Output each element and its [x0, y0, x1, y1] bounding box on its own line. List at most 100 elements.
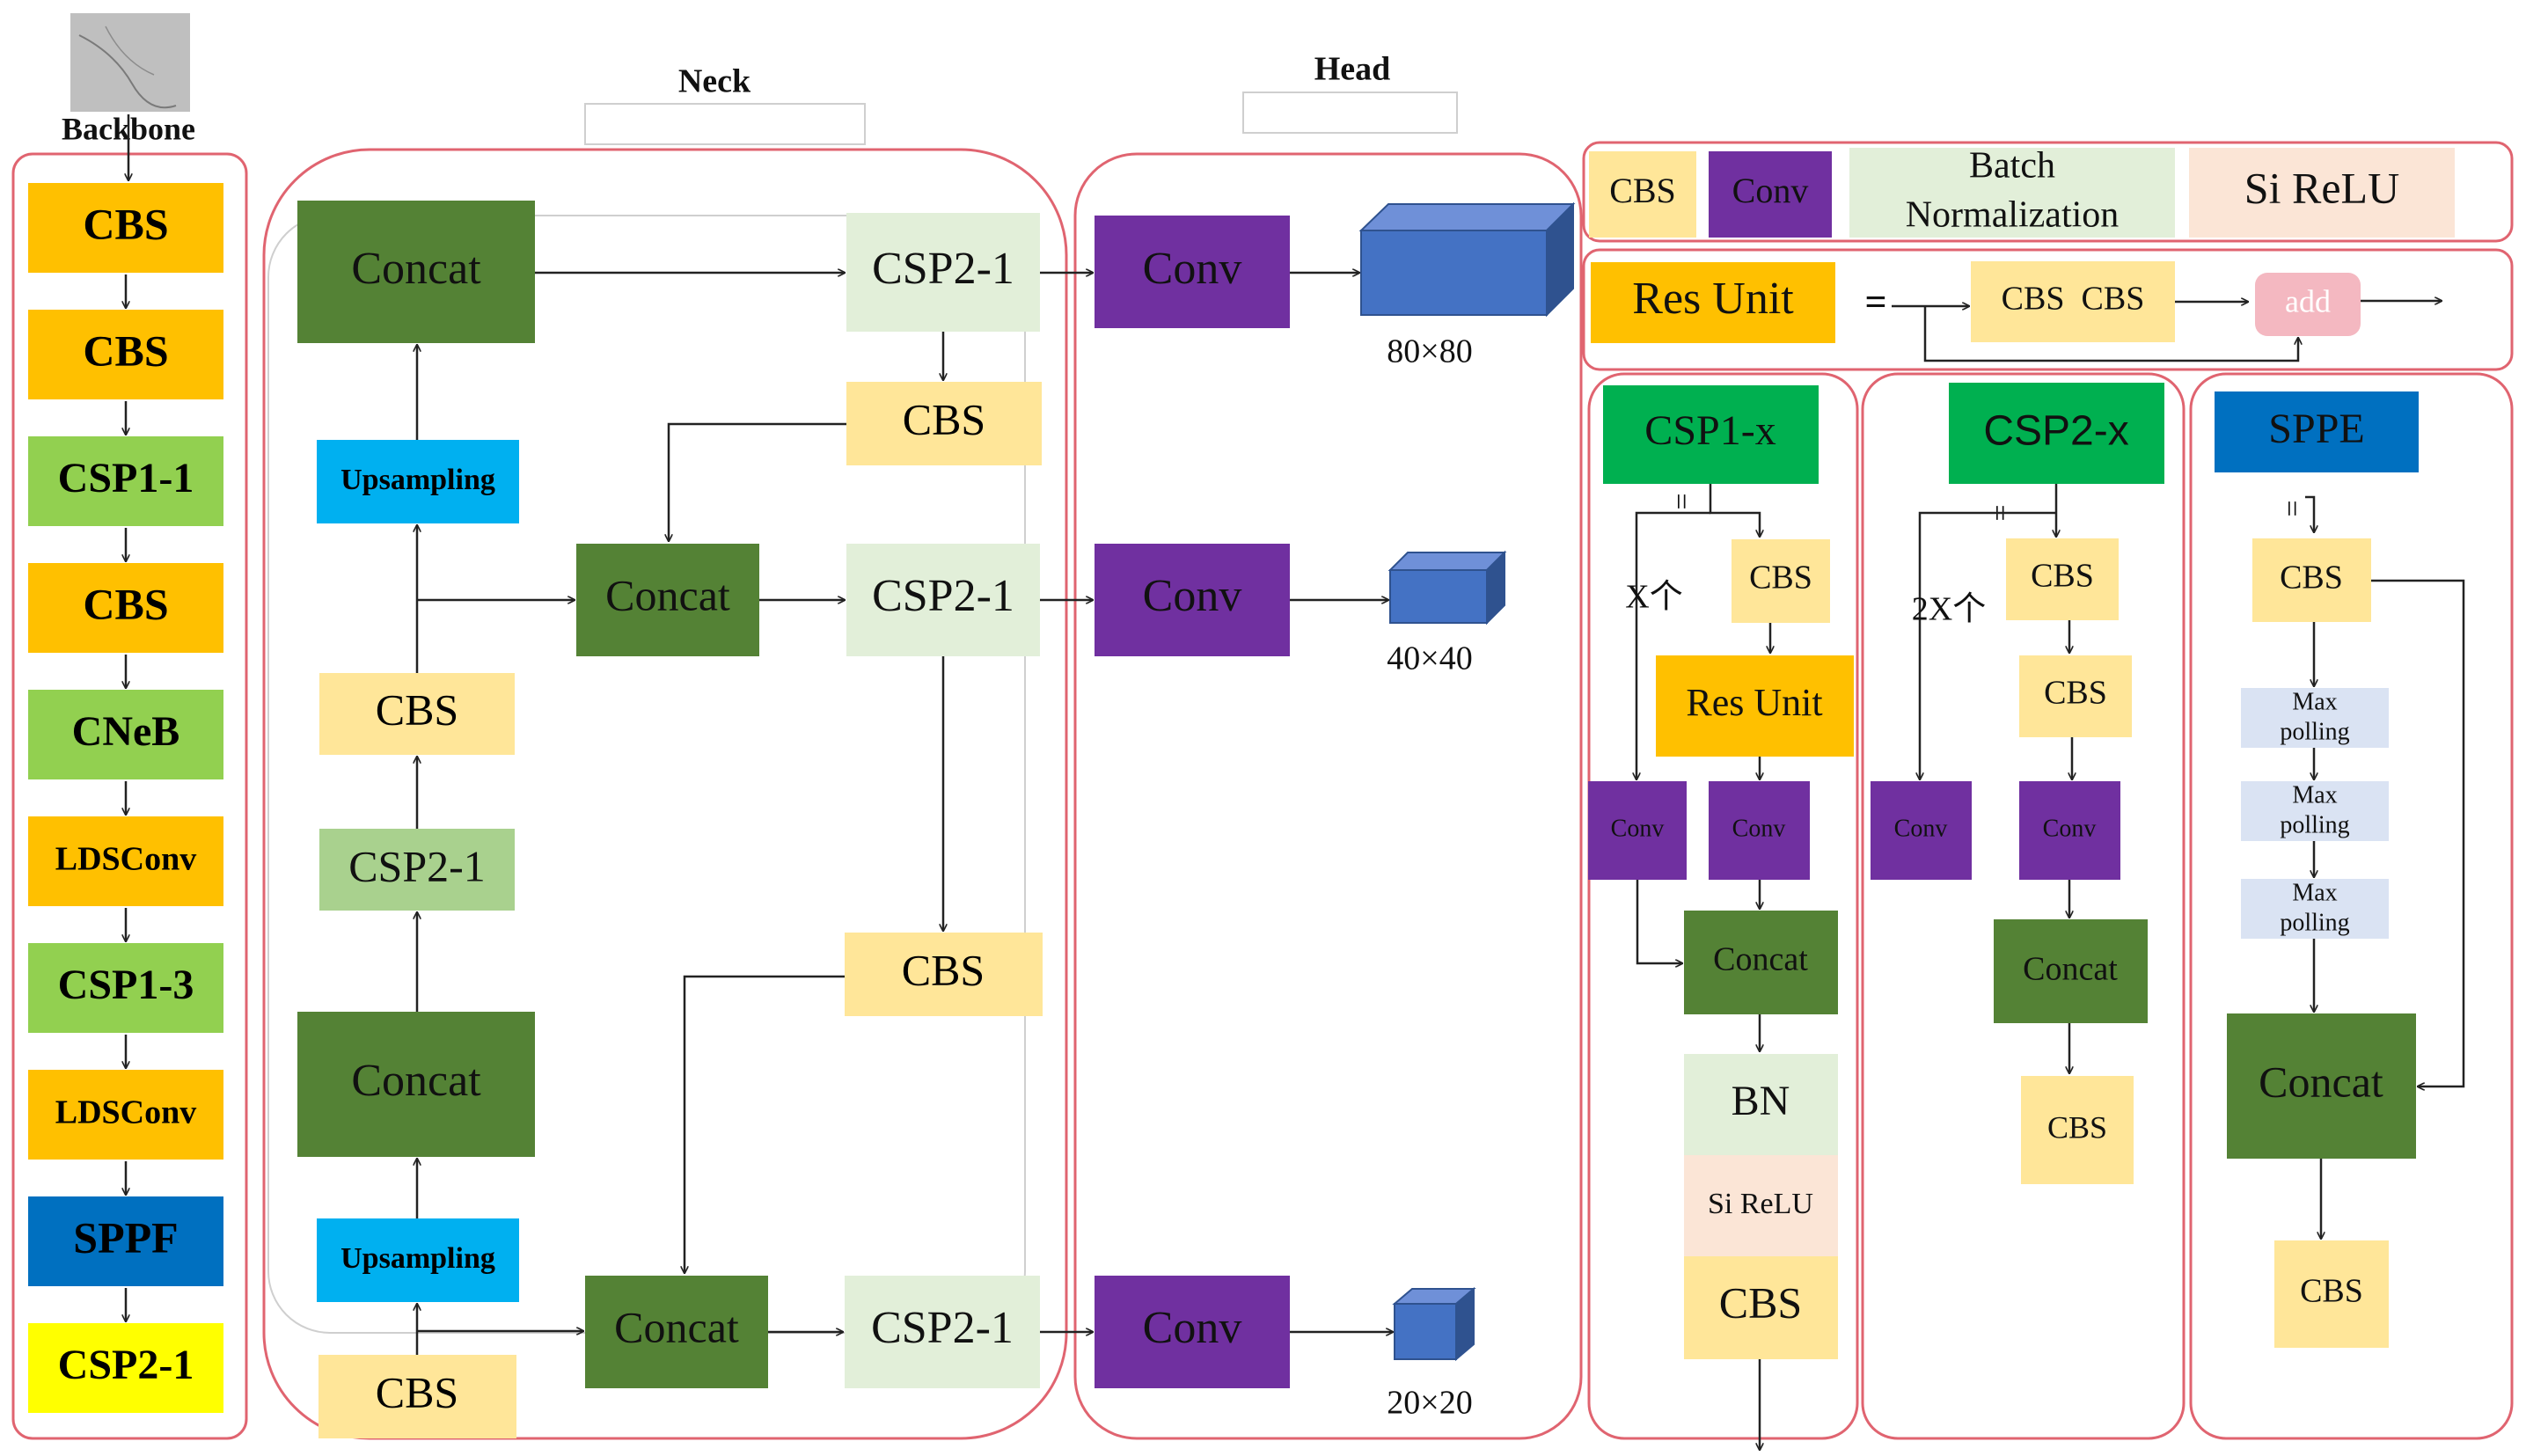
- csp1x-region: [1587, 372, 1859, 1440]
- neck-cbs-left: CBS: [319, 673, 515, 755]
- sppe-equals-sign: =: [2275, 500, 2308, 516]
- backbone-block-6: LDSConv: [28, 816, 223, 906]
- csp2x-cbs-out: CBS: [2021, 1076, 2134, 1184]
- svg-text:CSP2-1: CSP2-1: [872, 571, 1014, 621]
- svg-text:CBS CBS: CBS CBS: [2002, 281, 2145, 318]
- svg-text:Max: Max: [2292, 879, 2337, 906]
- svg-text:CBS: CBS: [1609, 171, 1676, 210]
- csp1x-concat: Concat: [1684, 911, 1838, 1014]
- svg-text:CSP2-1: CSP2-1: [58, 1342, 194, 1388]
- svg-text:CBS: CBS: [902, 945, 985, 994]
- neck-concat-mid: Concat: [576, 544, 759, 656]
- output-size-20: 20×20: [1387, 1385, 1472, 1422]
- res-unit-equals: =: [1864, 281, 1886, 324]
- svg-text:CBS: CBS: [2280, 560, 2343, 596]
- edge-csp1x-split-to-conv: [1636, 511, 1710, 779]
- svg-text:CBS: CBS: [2300, 1273, 2363, 1310]
- svg-text:Concat: Concat: [2023, 951, 2118, 988]
- sppe-title-block: SPPE: [2215, 391, 2419, 472]
- svg-text:Max: Max: [2292, 781, 2337, 808]
- res-unit-title-block: Res Unit: [1591, 262, 1835, 343]
- head-region: [1073, 152, 1583, 1440]
- csp2x-title-block: CSP2-x: [1949, 383, 2164, 484]
- sppe-region: [2189, 372, 2514, 1440]
- backbone-region: [11, 152, 248, 1440]
- svg-text:Max: Max: [2292, 688, 2337, 715]
- head-conv-top: Conv: [1095, 216, 1290, 328]
- svg-text:Normalization: Normalization: [1906, 195, 2120, 236]
- svg-text:Si ReLU: Si ReLU: [1708, 1188, 1813, 1220]
- csp2x-concat: Concat: [1994, 919, 2148, 1023]
- svg-text:LDSConv: LDSConv: [55, 1094, 197, 1131]
- svg-text:CBS: CBS: [376, 1367, 459, 1416]
- neck-concat-lower-left: Concat: [297, 1012, 535, 1157]
- edge-sppe-title-to-cbs: [2305, 495, 2314, 532]
- csp1x-conv-right: Conv: [1709, 781, 1810, 880]
- csp1x-bn: BN: [1684, 1054, 1838, 1155]
- svg-text:Concat: Concat: [605, 570, 730, 619]
- csp1x-title-block: CSP1-x: [1603, 385, 1819, 484]
- neck-csp2-1-top: CSP2-1: [846, 213, 1040, 332]
- res-unit-region: [1582, 248, 2514, 371]
- csp1x-cbs-out: CBS: [1684, 1256, 1838, 1359]
- legend-silu: Si ReLU: [2189, 148, 2455, 238]
- svg-text:CBS: CBS: [1749, 560, 1812, 596]
- svg-text:SPPF: SPPF: [73, 1212, 178, 1262]
- svg-text:CBS: CBS: [376, 684, 459, 734]
- csp1x-equals-sign: =: [1665, 493, 1697, 509]
- csp2x-conv-left: Conv: [1871, 781, 1972, 880]
- sppe-cbs-out: CBS: [2274, 1240, 2389, 1348]
- csp1x-cbs: CBS: [1732, 539, 1830, 623]
- svg-text:Conv: Conv: [1611, 815, 1665, 842]
- head-conv-bottom: Conv: [1095, 1276, 1290, 1388]
- svg-text:CBS: CBS: [83, 579, 168, 628]
- backbone-block-8: LDSConv: [28, 1070, 223, 1160]
- backbone-block-9: SPPF: [28, 1196, 223, 1286]
- svg-text:Concat: Concat: [1713, 941, 1808, 978]
- sppe-maxpool-2: Max polling: [2241, 781, 2389, 841]
- svg-text:polling: polling: [2280, 811, 2349, 838]
- neck-label-box: [584, 103, 866, 145]
- svg-text:CBS: CBS: [2044, 675, 2107, 712]
- head-label-box: [1242, 91, 1458, 134]
- legend-region: [1582, 141, 2514, 243]
- csp1x-conv-left: Conv: [1588, 781, 1687, 880]
- svg-text:Concat: Concat: [351, 1056, 481, 1106]
- csp1x-silu: Si ReLU: [1684, 1155, 1838, 1256]
- svg-text:CSP2-x: CSP2-x: [1983, 408, 2128, 455]
- svg-text:LDSConv: LDSConv: [55, 841, 197, 878]
- csp1x-repeat-label: X个: [1625, 579, 1682, 616]
- output-cube-medium: [1387, 550, 1507, 626]
- svg-text:Conv: Conv: [2043, 815, 2097, 842]
- svg-text:CBS: CBS: [83, 199, 168, 248]
- svg-text:Conv: Conv: [1143, 1303, 1242, 1353]
- svg-text:add: add: [2285, 283, 2331, 318]
- neck-upsampling-bottom: Upsampling: [317, 1218, 519, 1302]
- svg-text:Conv: Conv: [1732, 815, 1786, 842]
- sppe-cbs: CBS: [2252, 538, 2371, 622]
- svg-text:CBS: CBS: [1719, 1277, 1803, 1327]
- edge-sppe-cbs-shortcut-to-concat: [2371, 579, 2465, 1087]
- svg-text:CNeB: CNeB: [72, 708, 180, 755]
- svg-text:CSP1-x: CSP1-x: [1644, 407, 1776, 454]
- neck-region: [262, 148, 1068, 1440]
- svg-text:Res Unit: Res Unit: [1686, 681, 1822, 724]
- neck-cbs-bottom: CBS: [318, 1355, 516, 1438]
- svg-text:CBS: CBS: [83, 326, 168, 375]
- svg-text:CSP1-1: CSP1-1: [58, 455, 194, 501]
- backbone-block-3: CSP1-1: [28, 436, 223, 526]
- svg-text:CSP2-1: CSP2-1: [871, 1303, 1014, 1353]
- neck-label: Neck: [678, 63, 751, 100]
- csp2x-cbs-2: CBS: [2019, 655, 2132, 737]
- svg-text:polling: polling: [2280, 909, 2349, 936]
- csp1x-res-unit: Res Unit: [1656, 655, 1854, 757]
- svg-text:Conv: Conv: [1143, 571, 1242, 621]
- res-unit-add: add: [2255, 273, 2361, 336]
- legend-cbs: CBS: [1589, 151, 1696, 238]
- sppe-maxpool-1: Max polling: [2241, 688, 2389, 748]
- res-unit-cbs-pair: CBS CBS: [1971, 261, 2175, 342]
- svg-text:polling: polling: [2280, 718, 2349, 745]
- legend-conv: Conv: [1709, 151, 1832, 238]
- neck-cbs-lower-right: CBS: [845, 933, 1043, 1016]
